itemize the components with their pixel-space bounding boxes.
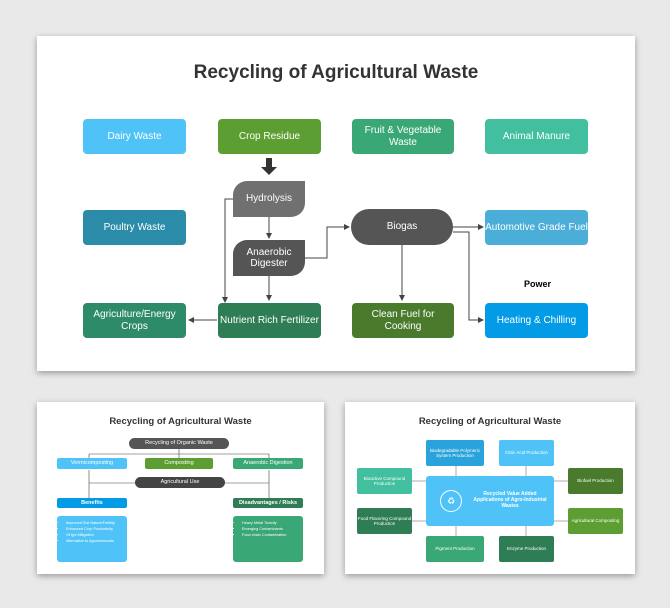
agricultural-use-label: Agricultural Use xyxy=(135,477,225,488)
process-hydrolysis: Hydrolysis xyxy=(233,181,305,217)
organic-waste-header: Recycling of Organic Waste xyxy=(129,438,229,449)
slide3-connectors xyxy=(412,466,568,536)
slide2-title: Recycling of Agricultural Waste xyxy=(109,416,252,427)
center-text: Recycled Value Added Applications of Agr… xyxy=(473,491,547,509)
risks-list: Heavy Metal Toxicity Emerging Contaminan… xyxy=(233,516,303,562)
benefit-item: Improved Soil Nature/Fertility xyxy=(66,521,127,525)
benefit-item: Alternative to Agrochemicals xyxy=(66,539,127,543)
output-heating-chilling: Heating & Chilling xyxy=(485,303,588,338)
output-agriculture-energy-crops: Agriculture/Energy Crops xyxy=(83,303,186,338)
item-biodegradable-polymer: Biodegradable Polymeric System Productio… xyxy=(426,440,484,466)
thumbnail-slide-value-added[interactable]: Recycling of Agricultural Waste ♻ Recycl… xyxy=(345,402,635,574)
recycle-leaf-icon: ♻ xyxy=(440,490,462,512)
source-crop-residue: Crop Residue xyxy=(218,119,321,154)
item-biofuel: Biofuel Production xyxy=(568,468,623,494)
item-enzyme: Enzyme Production xyxy=(499,536,554,562)
risk-item: Emerging Contaminants xyxy=(242,527,303,531)
power-label: Power xyxy=(524,279,552,289)
source-poultry-waste: Poultry Waste xyxy=(83,210,186,245)
thumbnail-slide-organic-waste[interactable]: Recycling of Agricultural Waste Recyclin… xyxy=(37,402,324,574)
source-fruit-vegetable-waste: Fruit & Vegetable Waste xyxy=(352,119,454,154)
risk-item: Food chain Contamination xyxy=(242,533,303,537)
risk-item: Heavy Metal Toxicity xyxy=(242,521,303,525)
source-animal-manure: Animal Manure xyxy=(485,119,588,154)
output-nutrient-rich-fertilizer: Nutrient Rich Fertilizer xyxy=(218,303,321,338)
output-clean-fuel-cooking: Clean Fuel for Cooking xyxy=(352,303,454,338)
item-pigment: Pigment Production xyxy=(426,536,484,562)
item-agricultural-composting: Agricultural Composting xyxy=(568,508,623,534)
method-composting: Composting xyxy=(145,458,213,469)
process-biogas: Biogas xyxy=(351,209,453,245)
process-anaerobic-digester: Anaerobic Digester xyxy=(233,240,305,276)
slide3-title: Recycling of Agricultural Waste xyxy=(418,416,562,427)
benefit-item: Enhanced Crop Productivity xyxy=(66,527,127,531)
main-title: Recycling of Agricultural Waste xyxy=(193,62,479,83)
slide2-connectors xyxy=(88,449,270,498)
benefits-list: Improved Soil Nature/Fertility Enhanced … xyxy=(57,516,127,562)
center-box: ♻ Recycled Value Added Applications of A… xyxy=(426,476,554,526)
item-food-flavoring: Food Flavoring Compound Production xyxy=(357,508,412,534)
main-slide: Recycling of Agricultural Waste Dairy Wa… xyxy=(37,36,635,371)
flow-connectors xyxy=(188,158,484,323)
output-automotive-grade-fuel: Automotive Grade Fuel xyxy=(485,210,588,245)
method-anaerobic-digestion: Anaerobic Digestion xyxy=(233,458,303,469)
item-citric-acid: Citric Acid Production xyxy=(499,440,554,466)
benefits-title: Benefits xyxy=(57,498,127,508)
source-dairy-waste: Dairy Waste xyxy=(83,119,186,154)
benefit-item: GHg's Mitigation xyxy=(66,533,127,537)
method-vermicomposting: Vermicomposting xyxy=(57,458,127,469)
risks-title: Disadvantages / Risks xyxy=(233,498,303,508)
item-bioactive-compound: Bioactive Compound Production xyxy=(357,468,412,494)
